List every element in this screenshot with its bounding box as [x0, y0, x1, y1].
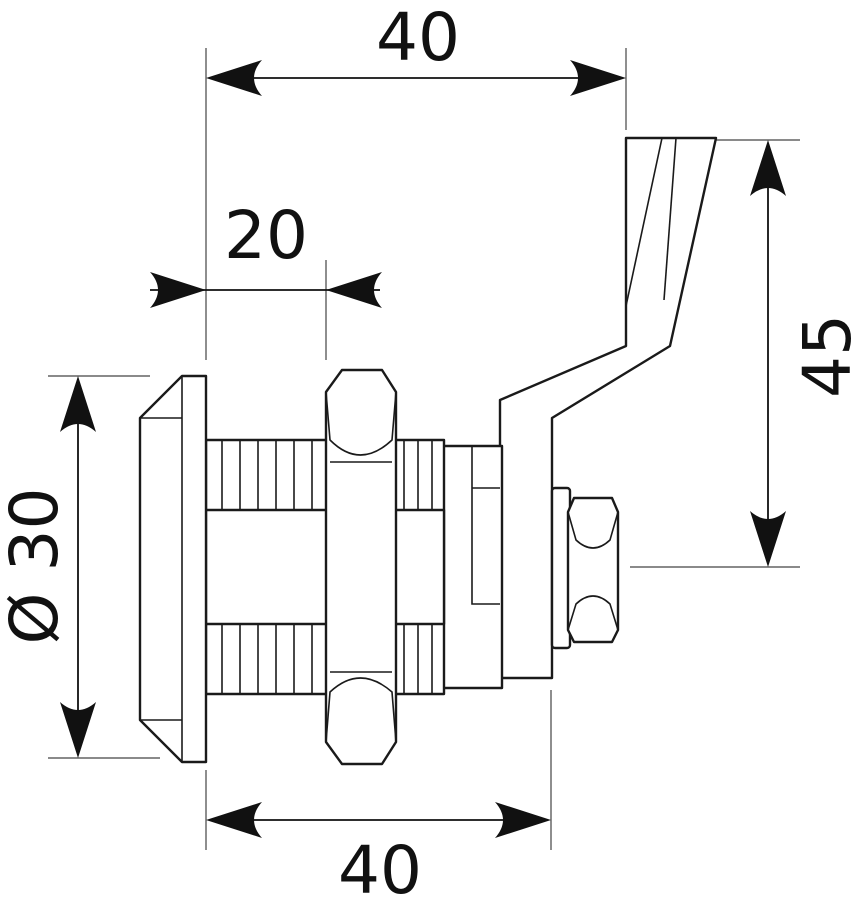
arrow-up-icon: [750, 140, 786, 196]
arrow-right-icon: [570, 60, 626, 96]
washer-and-shaft-nut: [550, 486, 620, 650]
cam-lever: [498, 136, 718, 680]
dimension-label-top-width: 40: [376, 0, 460, 76]
arrow-left-icon: [326, 272, 382, 308]
arrow-right-icon: [150, 272, 206, 308]
arrow-up-icon: [60, 376, 96, 432]
dimension-shaft-length: 20: [150, 197, 382, 308]
cam-block: [438, 444, 504, 690]
arrow-left-icon: [206, 802, 262, 838]
dimension-bottom-width: 40: [206, 802, 551, 900]
arrow-down-icon: [60, 702, 96, 758]
arrow-down-icon: [750, 511, 786, 567]
hex-mounting-nut: [324, 368, 398, 766]
dimension-label-bottom-width: 40: [338, 832, 422, 900]
dimension-diameter: Ø 30: [0, 376, 96, 758]
extension-lines: [48, 48, 800, 850]
dimension-top-width: 40: [206, 0, 626, 96]
dimension-label-lever-height: 45: [789, 314, 855, 398]
arrow-left-icon: [206, 60, 262, 96]
dimension-label-shaft-length: 20: [224, 197, 308, 274]
dimension-label-diameter: Ø 30: [0, 488, 73, 645]
dimension-lever-height: 45: [750, 140, 855, 567]
lock-front-flange: [138, 374, 208, 764]
arrow-right-icon: [495, 802, 551, 838]
